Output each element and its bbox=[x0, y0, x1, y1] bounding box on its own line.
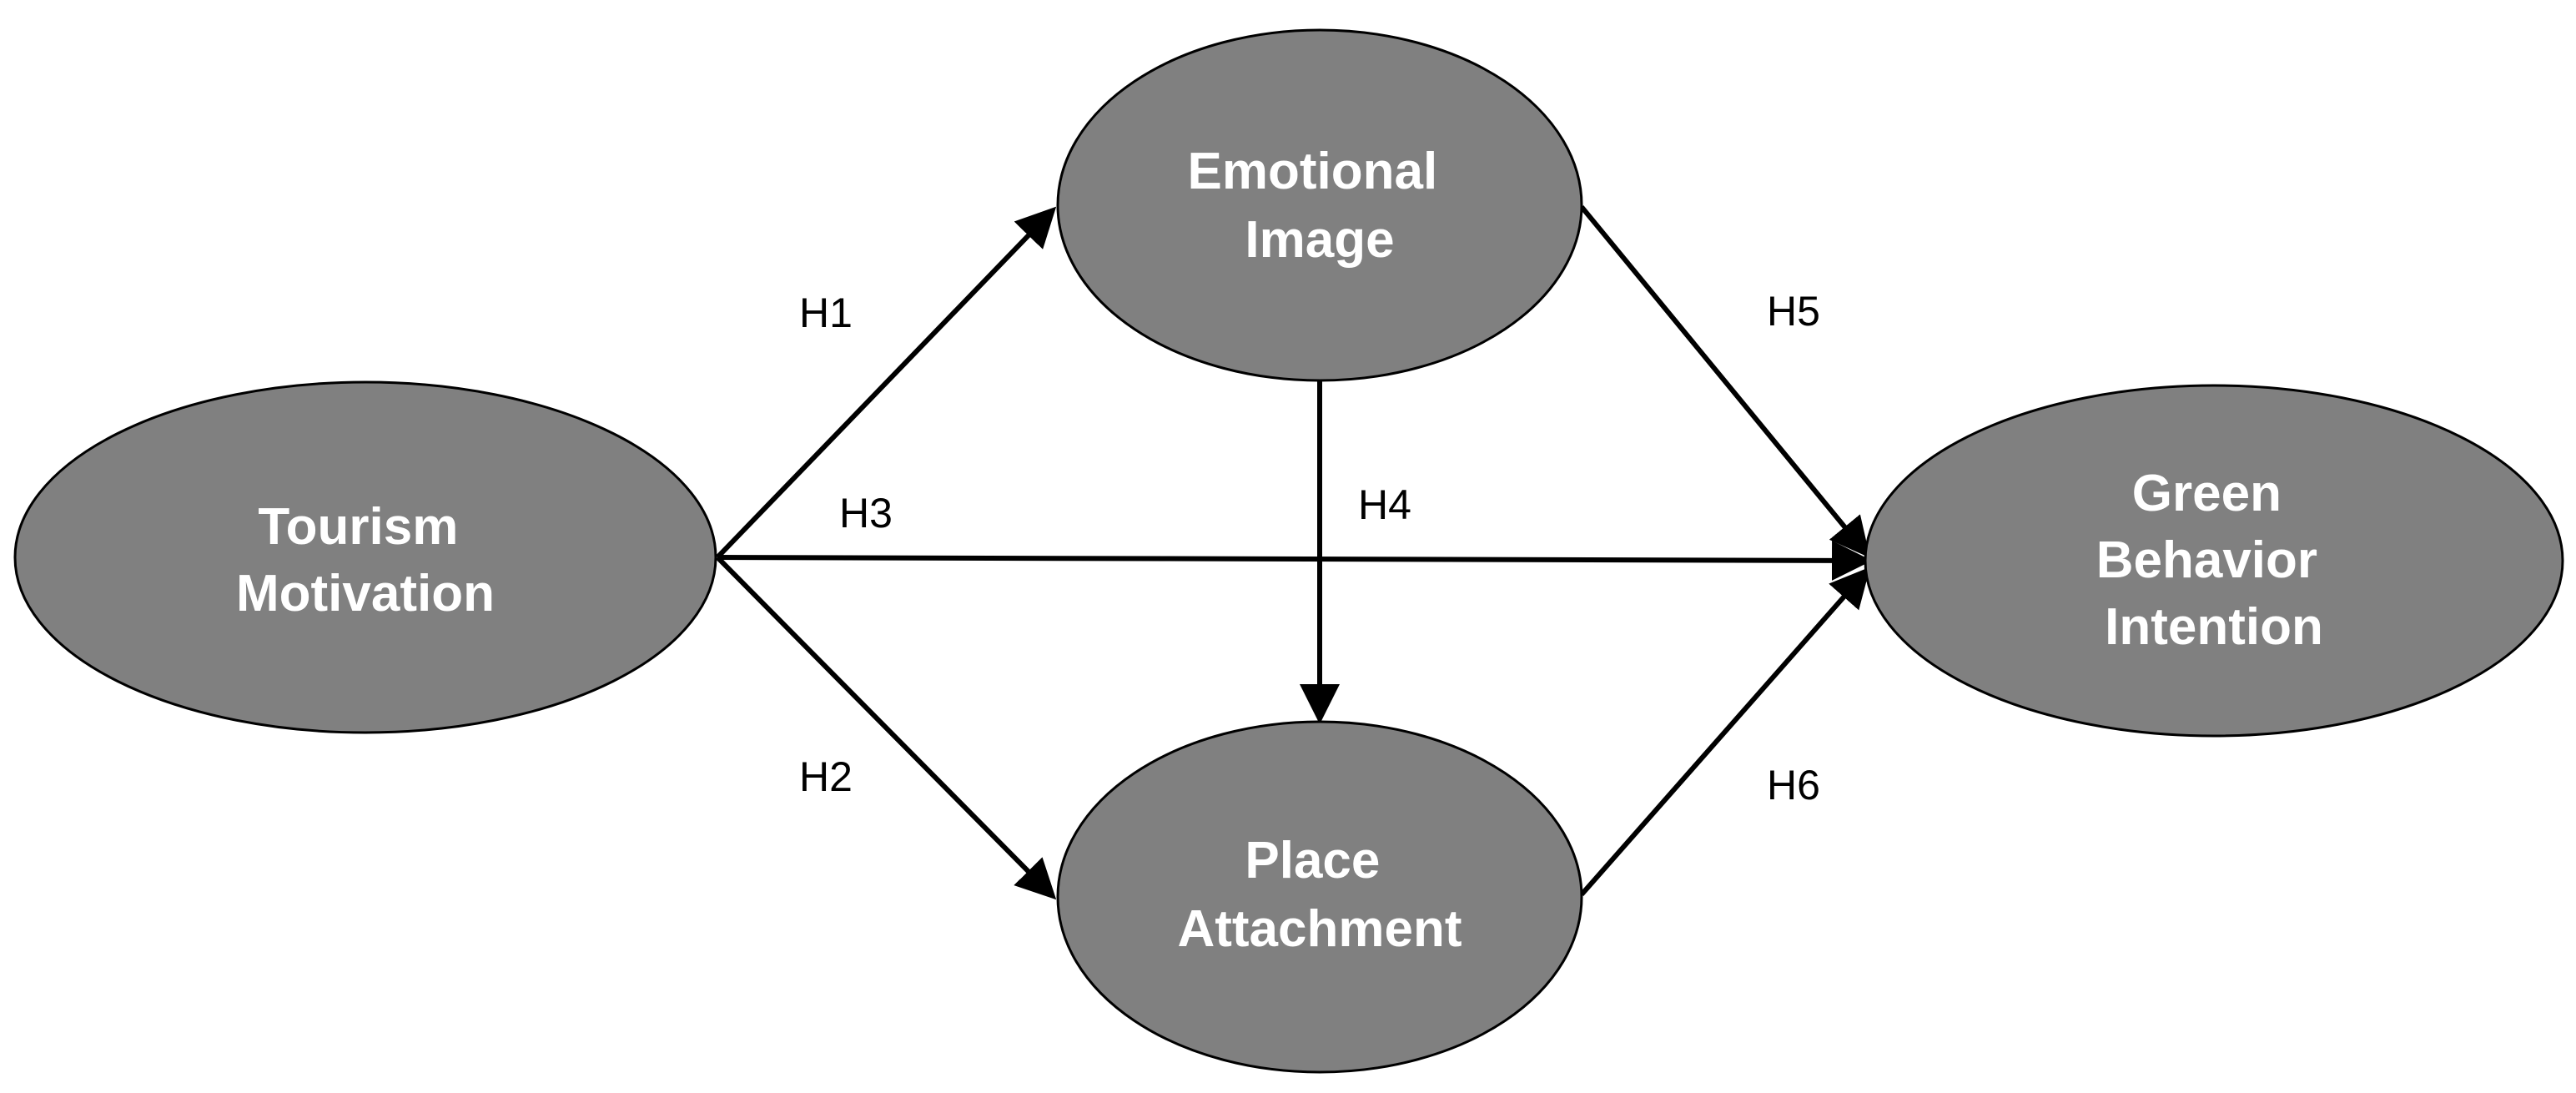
node-green-behavior-intention-label: Green Behavior Intention bbox=[2096, 465, 2332, 656]
path-h5-arrow bbox=[1579, 205, 1870, 558]
path-h2-arrow bbox=[715, 555, 1057, 900]
node-tourism-motivation-shape bbox=[13, 380, 717, 734]
node-emotional-image-label: Emotional Image bbox=[1188, 143, 1452, 269]
node-tourism-motivation: Tourism Motivation bbox=[13, 380, 717, 734]
node-emotional-image-shape bbox=[1056, 28, 1583, 382]
path-h4-label: H4 bbox=[1358, 481, 1411, 528]
path-h1-label: H1 bbox=[799, 290, 853, 336]
path-h5-label: H5 bbox=[1767, 288, 1820, 335]
path-h6-arrow bbox=[1579, 567, 1870, 896]
path-h3-arrow bbox=[717, 540, 1872, 581]
node-emotional-image: Emotional Image bbox=[1056, 28, 1583, 382]
hypothesis-labels: H1 H2 H3 H4 H5 H6 bbox=[799, 288, 1820, 808]
node-place-attachment: Place Attachment bbox=[1056, 720, 1583, 1074]
node-green-behavior-intention-shape bbox=[1864, 384, 2564, 738]
node-place-attachment-shape bbox=[1056, 720, 1583, 1074]
path-h3-label: H3 bbox=[839, 490, 893, 536]
path-h1-arrow bbox=[715, 206, 1057, 560]
node-green-behavior-intention: Green Behavior Intention bbox=[1864, 384, 2564, 738]
path-h2-label: H2 bbox=[799, 753, 853, 800]
node-tourism-motivation-label: Tourism Motivation bbox=[236, 498, 495, 622]
node-place-attachment-label: Place Attachment bbox=[1177, 832, 1462, 958]
path-h6-label: H6 bbox=[1767, 762, 1820, 808]
path-arrows bbox=[715, 205, 1872, 900]
